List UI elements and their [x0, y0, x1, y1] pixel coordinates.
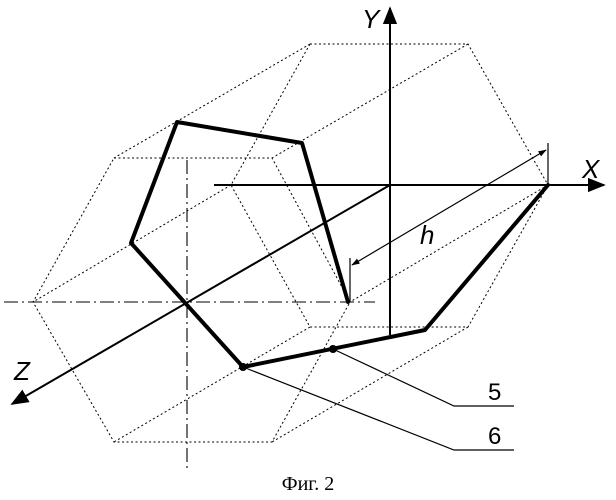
dimension-h-label: h	[420, 220, 434, 250]
y-axis-label: Y	[362, 4, 381, 34]
axes	[12, 8, 604, 404]
z-axis-label: Z	[13, 356, 31, 386]
profile-polyline	[131, 122, 548, 367]
leader-lines	[243, 349, 514, 450]
callout-6-label: 6	[488, 423, 501, 450]
callout-5-label: 5	[488, 379, 501, 406]
z-axis	[12, 185, 390, 404]
x-axis-label: X	[581, 154, 601, 184]
figure-caption: Фиг. 2	[282, 473, 334, 495]
